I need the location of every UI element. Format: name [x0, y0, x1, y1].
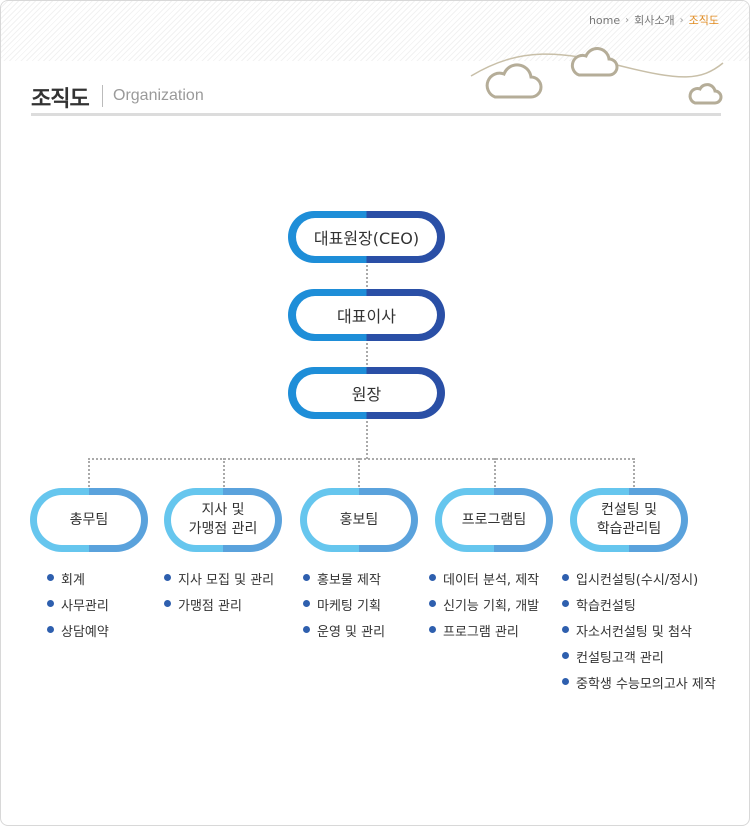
bullet-icon	[303, 626, 310, 633]
cloud-icon	[570, 47, 619, 77]
bullet-icon	[562, 626, 569, 633]
list-item: 데이터 분석, 제작	[429, 569, 539, 595]
team-label-line1: 컨설팅 및	[601, 502, 657, 518]
list-item: 회계	[47, 569, 109, 595]
bullet-icon	[429, 574, 436, 581]
breadcrumb-company[interactable]: 회사소개	[634, 14, 675, 27]
team-label-line2: 가맹점 관리	[188, 521, 258, 537]
team-box-program: 프로그램팀	[435, 488, 553, 552]
bullet-icon	[47, 626, 54, 633]
duty-list-pr: 홍보물 제작 마케팅 기획 운영 및 관리	[303, 569, 385, 647]
connector-ceo-director	[366, 261, 368, 291]
page-subtitle: Organization	[113, 87, 204, 104]
list-item: 프로그램 관리	[429, 621, 539, 647]
header-hatch-pattern	[1, 1, 749, 61]
team-label-line1: 지사 및	[201, 502, 245, 518]
list-item: 운영 및 관리	[303, 621, 385, 647]
head-label: 원장	[351, 385, 382, 404]
ceo-label: 대표원장(CEO)	[313, 229, 420, 248]
connector-team-5	[633, 458, 635, 491]
connector-team-1	[88, 458, 90, 491]
connector-team-4	[494, 458, 496, 491]
list-item: 상담예약	[47, 621, 109, 647]
bullet-icon	[164, 600, 171, 607]
team-label-line2: 학습관리팀	[596, 521, 662, 537]
director-label: 대표이사	[337, 307, 396, 326]
bullet-icon	[303, 574, 310, 581]
team-label: 홍보팀	[339, 511, 379, 528]
breadcrumb-current: 조직도	[688, 14, 719, 27]
team-label: 총무팀	[69, 511, 109, 528]
list-item: 중학생 수능모의고사 제작	[562, 673, 716, 699]
cloud-icon	[485, 63, 543, 99]
duty-list-program: 데이터 분석, 제작 신기능 기획, 개발 프로그램 관리	[429, 569, 539, 647]
director-box: 대표이사	[288, 289, 445, 341]
connector-director-head	[366, 339, 368, 369]
cloud-decoration	[470, 47, 724, 105]
bullet-icon	[562, 574, 569, 581]
breadcrumb-home[interactable]: home	[588, 13, 621, 27]
team-box-pr: 홍보팀	[300, 488, 418, 552]
list-item: 홍보물 제작	[303, 569, 385, 595]
bullet-icon	[429, 626, 436, 633]
list-item: 자소서컨설팅 및 첨삭	[562, 621, 716, 647]
bullet-icon	[562, 600, 569, 607]
bullet-icon	[47, 574, 54, 581]
bullet-icon	[429, 600, 436, 607]
page-title: 조직도	[31, 87, 90, 112]
bullet-icon	[562, 652, 569, 659]
list-item: 지사 모집 및 관리	[164, 569, 274, 595]
duty-list-consulting: 입시컨설팅(수시/정시) 학습컨설팅 자소서컨설팅 및 첨삭 컨설팅고객 관리 …	[562, 569, 716, 699]
bullet-icon	[562, 678, 569, 685]
list-item: 입시컨설팅(수시/정시)	[562, 569, 716, 595]
bullet-icon	[303, 600, 310, 607]
title-divider	[102, 85, 103, 107]
ceo-box: 대표원장(CEO)	[288, 211, 445, 263]
list-item: 학습컨설팅	[562, 595, 716, 621]
connector-team-2	[223, 458, 225, 491]
duty-list-general-affairs: 회계 사무관리 상담예약	[47, 569, 109, 647]
cloud-icon	[688, 83, 723, 105]
team-box-general-affairs: 총무팀	[30, 488, 148, 552]
list-item: 컨설팅고객 관리	[562, 647, 716, 673]
connector-team-3	[358, 458, 360, 491]
connector-head-teams	[366, 417, 368, 459]
title-underline	[31, 113, 721, 116]
chevron-right-icon: ›	[679, 14, 684, 26]
head-box: 원장	[288, 367, 445, 419]
list-item: 사무관리	[47, 595, 109, 621]
list-item: 신기능 기획, 개발	[429, 595, 539, 621]
list-item: 가맹점 관리	[164, 595, 274, 621]
chevron-right-icon: ›	[625, 14, 630, 26]
bullet-icon	[47, 600, 54, 607]
duty-list-branch-management: 지사 모집 및 관리 가맹점 관리	[164, 569, 274, 621]
connector-teams-bar	[88, 458, 634, 460]
list-item: 마케팅 기획	[303, 595, 385, 621]
team-label: 프로그램팀	[461, 511, 527, 528]
breadcrumb: home › 회사소개 › 조직도	[589, 12, 719, 28]
bullet-icon	[164, 574, 171, 581]
